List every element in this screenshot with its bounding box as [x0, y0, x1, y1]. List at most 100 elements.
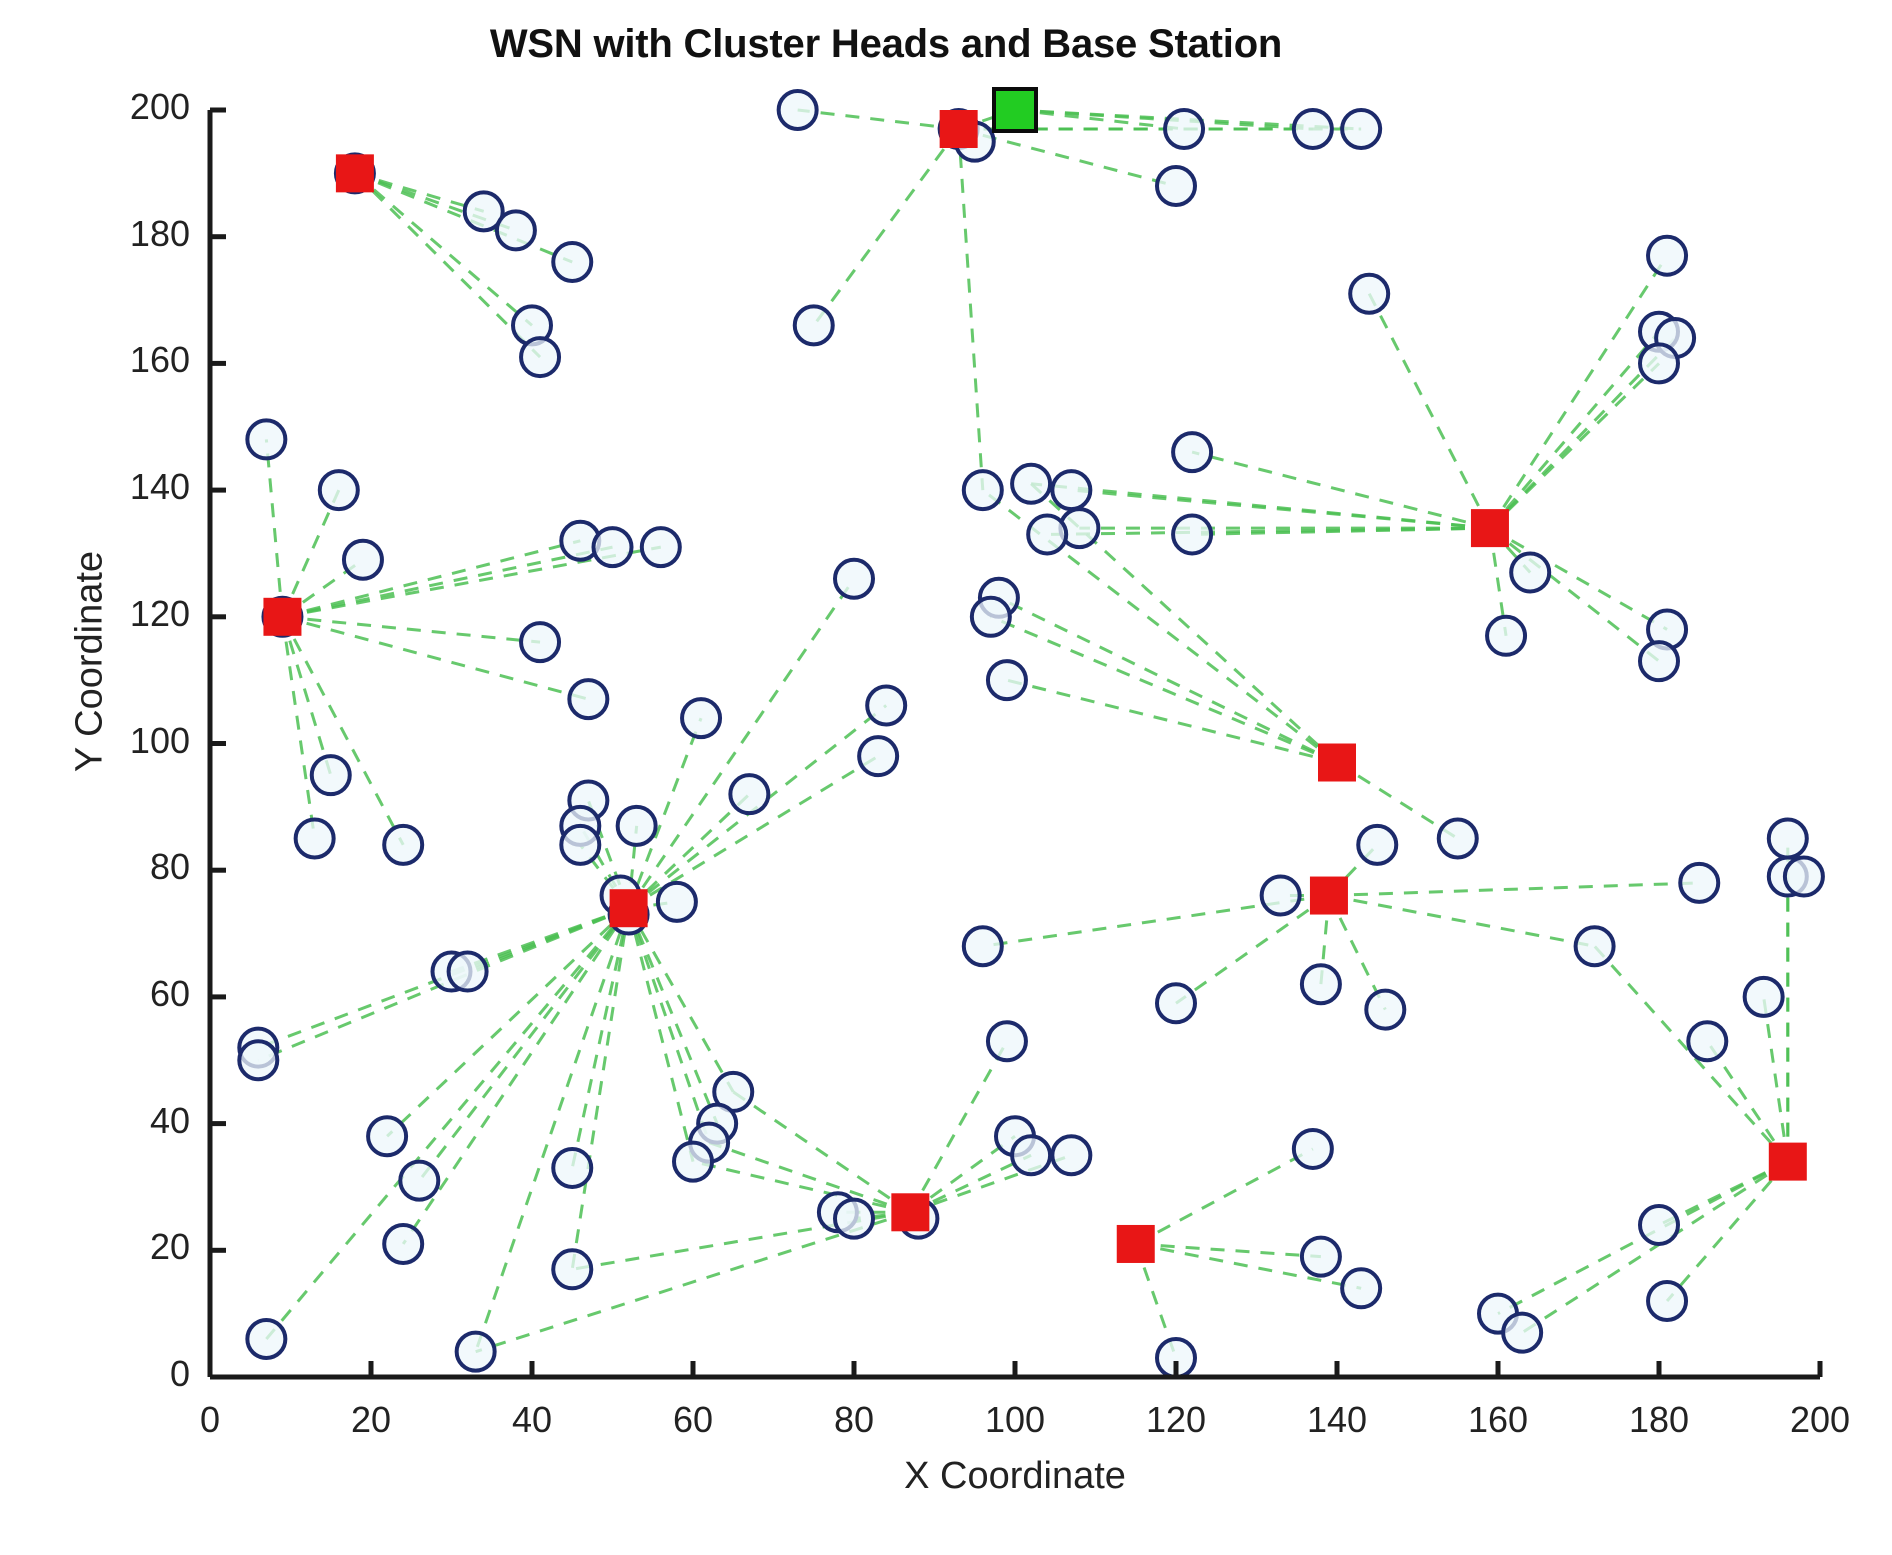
sensor-node-marker: [591, 526, 634, 569]
sensor-node-marker: [865, 684, 908, 727]
sensor-node-marker: [237, 1039, 280, 1082]
link-line: [1488, 337, 1677, 530]
cluster-head-marker: [609, 889, 648, 928]
sensor-node-marker: [1010, 1134, 1053, 1177]
y-axis-tick-label: 180: [129, 212, 190, 254]
link-line: [1135, 1242, 1322, 1259]
cluster-head-marker: [263, 597, 302, 636]
sensor-node-marker: [382, 823, 425, 866]
link-line: [475, 1210, 911, 1354]
y-axis-tick-label: 120: [129, 592, 190, 634]
link-line: [1488, 362, 1661, 530]
link-line: [418, 907, 630, 1182]
sensor-node-marker: [1299, 1235, 1342, 1278]
cluster-heads-layer: [263, 110, 1807, 1263]
sensor-node-marker: [519, 336, 562, 379]
sensor-node-marker: [961, 469, 1004, 512]
x-axis-tick-label: 60: [672, 1399, 714, 1440]
base-station-marker: [992, 87, 1038, 133]
y-axis-tick-label: 20: [149, 1226, 190, 1268]
sensor-node-marker: [1050, 1134, 1093, 1177]
link-line: [627, 907, 735, 1093]
sensor-node-marker: [1646, 234, 1689, 277]
sensor-nodes-layer: [237, 89, 1825, 1379]
link-line: [692, 1160, 911, 1214]
link-line: [282, 615, 589, 701]
sensor-node-marker: [969, 595, 1012, 638]
link-line: [1762, 996, 1790, 1162]
sensor-node-marker: [728, 773, 771, 816]
link-line: [909, 1153, 1032, 1214]
sensor-node-marker: [1573, 925, 1616, 968]
sensor-node-marker: [1050, 469, 1093, 512]
x-axis-tick-label: 80: [833, 1399, 875, 1440]
x-axis-tick-label: 20: [350, 1399, 392, 1440]
page-title: WSN with Cluster Heads and Base Station: [489, 22, 1283, 66]
sensor-node-marker: [245, 418, 288, 461]
sensor-node-marker: [293, 817, 336, 860]
sensor-node-marker: [1678, 861, 1721, 904]
sensor-node-marker: [519, 621, 562, 664]
link-line: [957, 128, 985, 491]
x-axis-label: X Coordinate: [904, 1455, 1126, 1497]
sensor-node-marker: [551, 1146, 594, 1189]
cluster-head-marker: [1768, 1142, 1807, 1181]
sensor-node-marker: [1436, 817, 1479, 860]
cluster-head-marker: [1309, 876, 1348, 915]
link-line: [627, 907, 719, 1125]
sensor-node-marker: [1638, 1203, 1680, 1246]
cluster-head-marker: [891, 1193, 930, 1232]
link-line: [282, 615, 541, 644]
sensor-node-marker: [792, 304, 835, 347]
sensor-node-marker: [672, 1140, 714, 1183]
sensor-node-marker: [446, 950, 489, 993]
sensor-node-marker: [1340, 1267, 1383, 1310]
sensor-node-marker: [833, 1197, 875, 1240]
y-axis-tick-label: 200: [129, 86, 190, 127]
link-line: [353, 172, 533, 327]
y-axis-tick-label: 160: [129, 339, 190, 381]
link-line: [627, 717, 703, 909]
sensor-node-marker: [776, 89, 819, 131]
link-line: [998, 596, 1338, 764]
link-line: [401, 907, 630, 1245]
sensor-node-marker: [559, 823, 602, 866]
sensor-node-marker: [341, 538, 384, 581]
link-line: [627, 577, 856, 910]
sensor-node-marker: [245, 1317, 288, 1360]
link-line: [909, 1040, 1009, 1214]
y-axis-tick-label: 80: [149, 846, 190, 888]
sensor-node-marker: [462, 190, 505, 233]
sensor-node-marker: [366, 1115, 409, 1158]
sensor-node-marker: [961, 925, 1004, 968]
link-line: [354, 171, 573, 264]
x-axis-tick-label: 200: [1789, 1399, 1851, 1440]
x-axis-tick-label: 180: [1628, 1399, 1690, 1440]
sensor-node-marker: [1348, 272, 1391, 315]
link-line: [265, 907, 630, 1340]
y-axis-tick-label: 140: [129, 466, 190, 508]
sensor-node-marker: [1686, 1020, 1729, 1063]
link-line: [570, 907, 631, 1270]
x-axis-tick-label: 120: [1145, 1399, 1207, 1440]
link-line: [281, 616, 333, 776]
link-line: [354, 171, 485, 213]
link-line: [1175, 894, 1330, 1005]
link-line: [1488, 254, 1669, 529]
sensor-node-marker: [551, 241, 594, 284]
link-line: [1328, 894, 1595, 948]
cluster-head-marker: [1116, 1224, 1155, 1263]
link-line: [1327, 894, 1387, 1011]
cluster-head-marker: [939, 110, 978, 149]
link-line: [1658, 1160, 1789, 1227]
link-line: [732, 1090, 912, 1214]
sensor-node-marker: [1646, 1279, 1689, 1322]
link-line: [797, 108, 959, 131]
sensor-node-marker: [639, 526, 682, 569]
link-line: [264, 439, 284, 617]
link-line: [280, 616, 317, 839]
link-line: [1488, 330, 1661, 530]
link-line: [627, 907, 711, 1144]
